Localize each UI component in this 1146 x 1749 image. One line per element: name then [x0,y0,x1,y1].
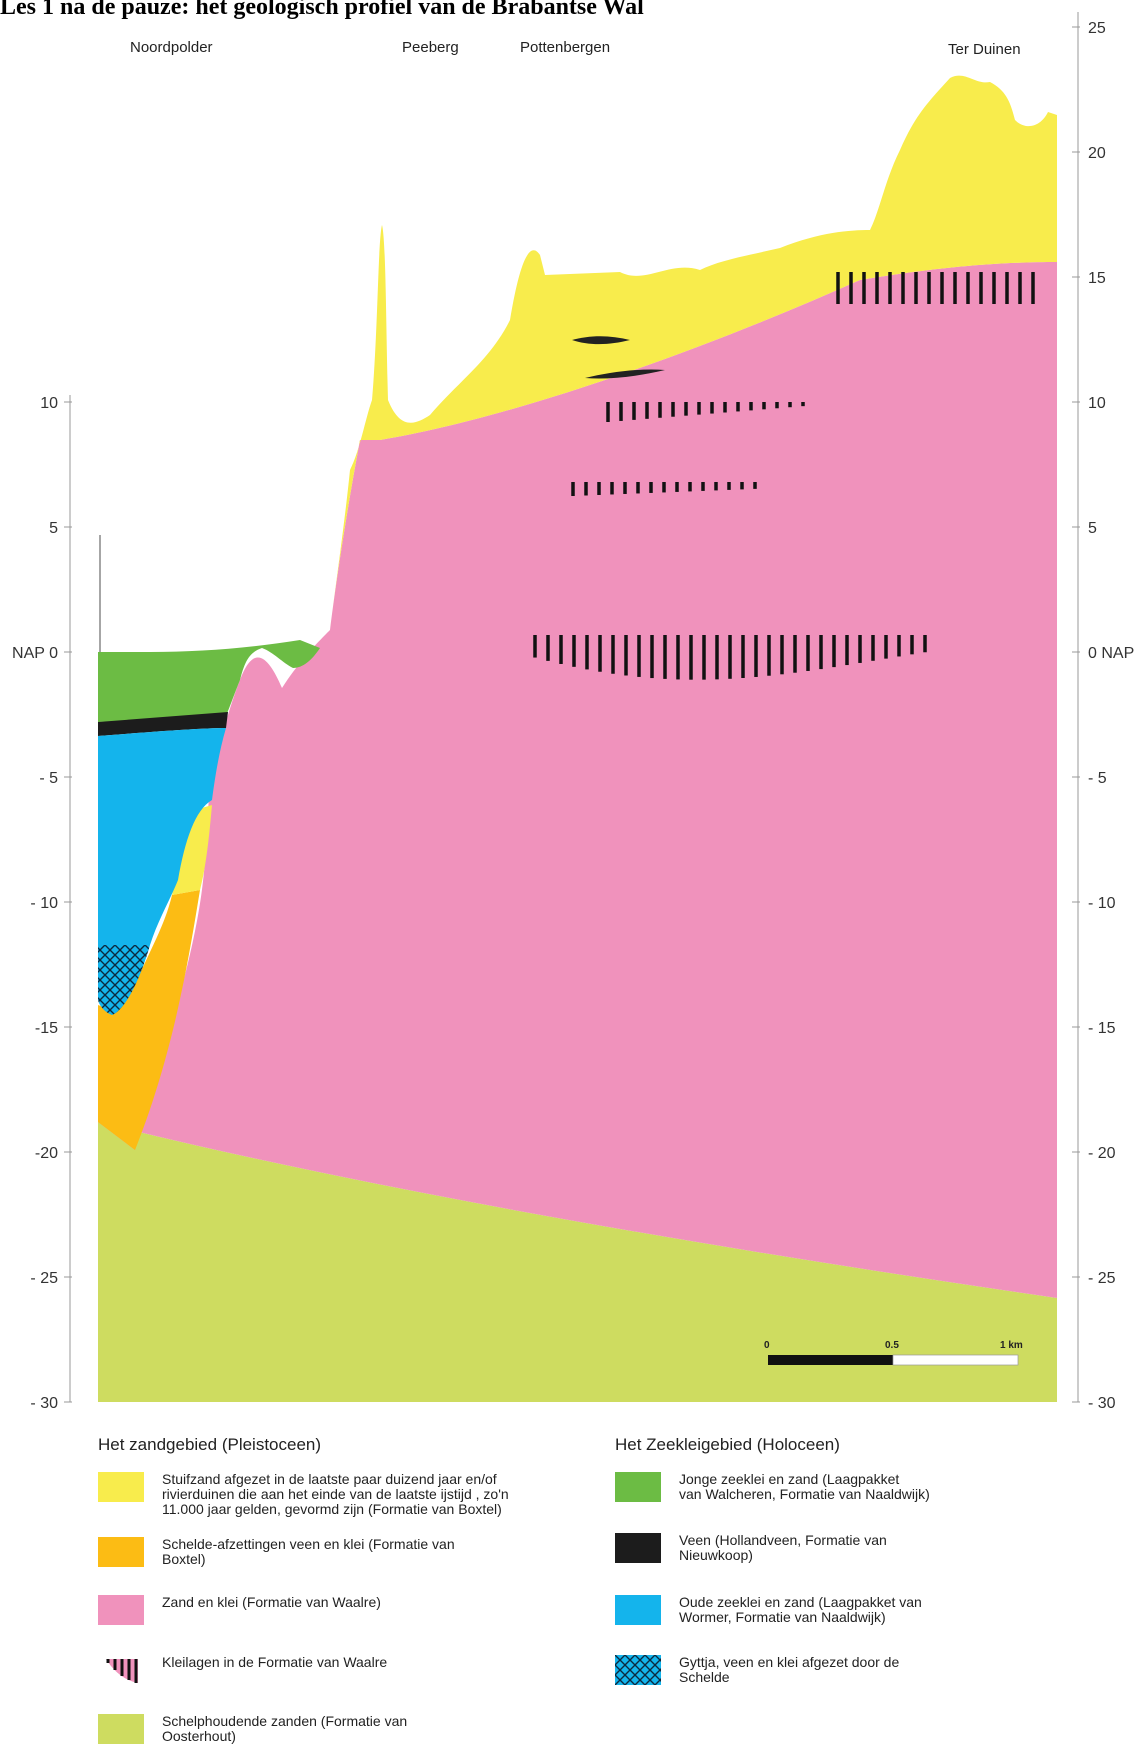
scale-label-0: 0 [764,1340,770,1351]
layer-gyttja [98,945,150,1015]
left-axis-label: - 10 [30,895,58,912]
layer-jonge-zeeklei [98,640,320,722]
left-axis-label: -20 [35,1145,58,1162]
left-axis-label: 10 [40,395,58,412]
lens-upper [572,336,630,345]
legend-text-oude-zeeklei: Oude zeeklei en zand (Laagpakket van Wor… [679,1594,922,1625]
left-axis-label: -15 [35,1020,58,1037]
clay-lenses [533,272,1035,680]
legend-item-jonge-zeeklei: Jonge zeeklei en zand (Laagpakket van Wa… [615,1472,930,1502]
lens-lower [585,369,665,379]
legend-item-oude-zeeklei: Oude zeeklei en zand (Laagpakket van Wor… [615,1595,922,1625]
scale-bar: 0 0.5 1 km [764,1340,1023,1366]
right-axis-label: 15 [1088,270,1106,287]
swatch-oude-zeeklei [615,1595,661,1625]
legend-item-stuifzand: Stuifzand afgezet in de laatste paar dui… [98,1472,509,1517]
legend-item-kleilagen: Kleilagen in de Formatie van Waalre [98,1655,387,1685]
left-axis-label: - 25 [30,1270,58,1287]
layer-veen [98,712,228,736]
swatch-schelde [98,1537,144,1567]
right-axis-label: - 10 [1088,895,1116,912]
legend-text-schelde: Schelde-afzettingen veen en klei (Format… [162,1536,455,1567]
right-axis-label: 0 NAP [1088,645,1134,662]
swatch-jonge-zeeklei [615,1472,661,1502]
scale-label-1km: 1 km [1000,1340,1023,1351]
swatch-gyttja [615,1655,661,1685]
legend-item-gyttja: Gyttja, veen en klei afgezet door de Sch… [615,1655,899,1685]
location-ter-duinen: Ter Duinen [948,41,1021,58]
legend-text-kleilagen: Kleilagen in de Formatie van Waalre [162,1654,388,1670]
swatch-veen [615,1533,661,1563]
right-axis-label: - 30 [1088,1395,1116,1412]
legend-text-stuifzand: Stuifzand afgezet in de laatste paar dui… [162,1471,509,1517]
legend-item-waalre: Zand en klei (Formatie van Waalre) [98,1595,381,1625]
legend-item-veen: Veen (Hollandveen, Formatie van Nieuwkoo… [615,1533,887,1563]
legend-heading-zandgebied: Het zandgebied (Pleistoceen) [98,1435,322,1454]
legend-text-gyttja: Gyttja, veen en klei afgezet door de Sch… [679,1654,900,1685]
layer-stuifzand-upper [282,75,1057,688]
scale-label-05: 0.5 [885,1340,899,1351]
right-axis-label: 25 [1088,20,1106,37]
legend-item-schelphoudend: Schelphoudende zanden (Formatie van Oost… [98,1714,407,1744]
location-pottenbergen: Pottenbergen [520,39,610,56]
right-axis: 25 20 15 10 5 0 NAP - 5 - 10 - 15 - 20 - 25 - 30 [1072,20,1134,1412]
layer-oude-zeeklei [98,728,226,945]
left-axis-label: 5 [49,520,58,537]
swatch-kleilagen [106,1659,138,1683]
layer-schelphoudend [98,1122,1057,1402]
diagram-title: Les 1 na de pauze: het geologisch profie… [0,0,644,20]
layer-waalre [98,262,1057,1298]
swatch-waalre [98,1595,144,1625]
swatch-schelphoudend [98,1714,144,1744]
layer-stuifzand-lower [172,805,212,895]
location-peeberg: Peeberg [402,39,459,56]
swatch-stuifzand [98,1472,144,1502]
right-axis-label: - 25 [1088,1270,1116,1287]
legend-text-schelphoudend: Schelphoudende zanden (Formatie van Oost… [162,1713,408,1744]
left-axis-label: NAP 0 [12,645,58,662]
legend-text-jonge-zeeklei: Jonge zeeklei en zand (Laagpakket van Wa… [679,1471,930,1502]
legend-text-waalre: Zand en klei (Formatie van Waalre) [162,1594,381,1610]
location-noordpolder: Noordpolder [130,39,213,56]
right-axis-label: 20 [1088,145,1106,162]
left-axis-label: - 30 [30,1395,58,1412]
right-axis-label: - 20 [1088,1145,1116,1162]
left-axis-label: - 5 [39,770,58,787]
right-axis-label: 10 [1088,395,1106,412]
right-axis-label: - 15 [1088,1020,1116,1037]
legend-text-veen: Veen (Hollandveen, Formatie van Nieuwkoo… [679,1532,887,1563]
legend-item-schelde: Schelde-afzettingen veen en klei (Format… [98,1537,455,1567]
right-axis-label: - 5 [1088,770,1107,787]
legend-heading-zeekleigebied: Het Zeekleigebied (Holoceen) [615,1435,840,1454]
right-axis-label: 5 [1088,520,1097,537]
layer-schelde [98,890,200,1150]
